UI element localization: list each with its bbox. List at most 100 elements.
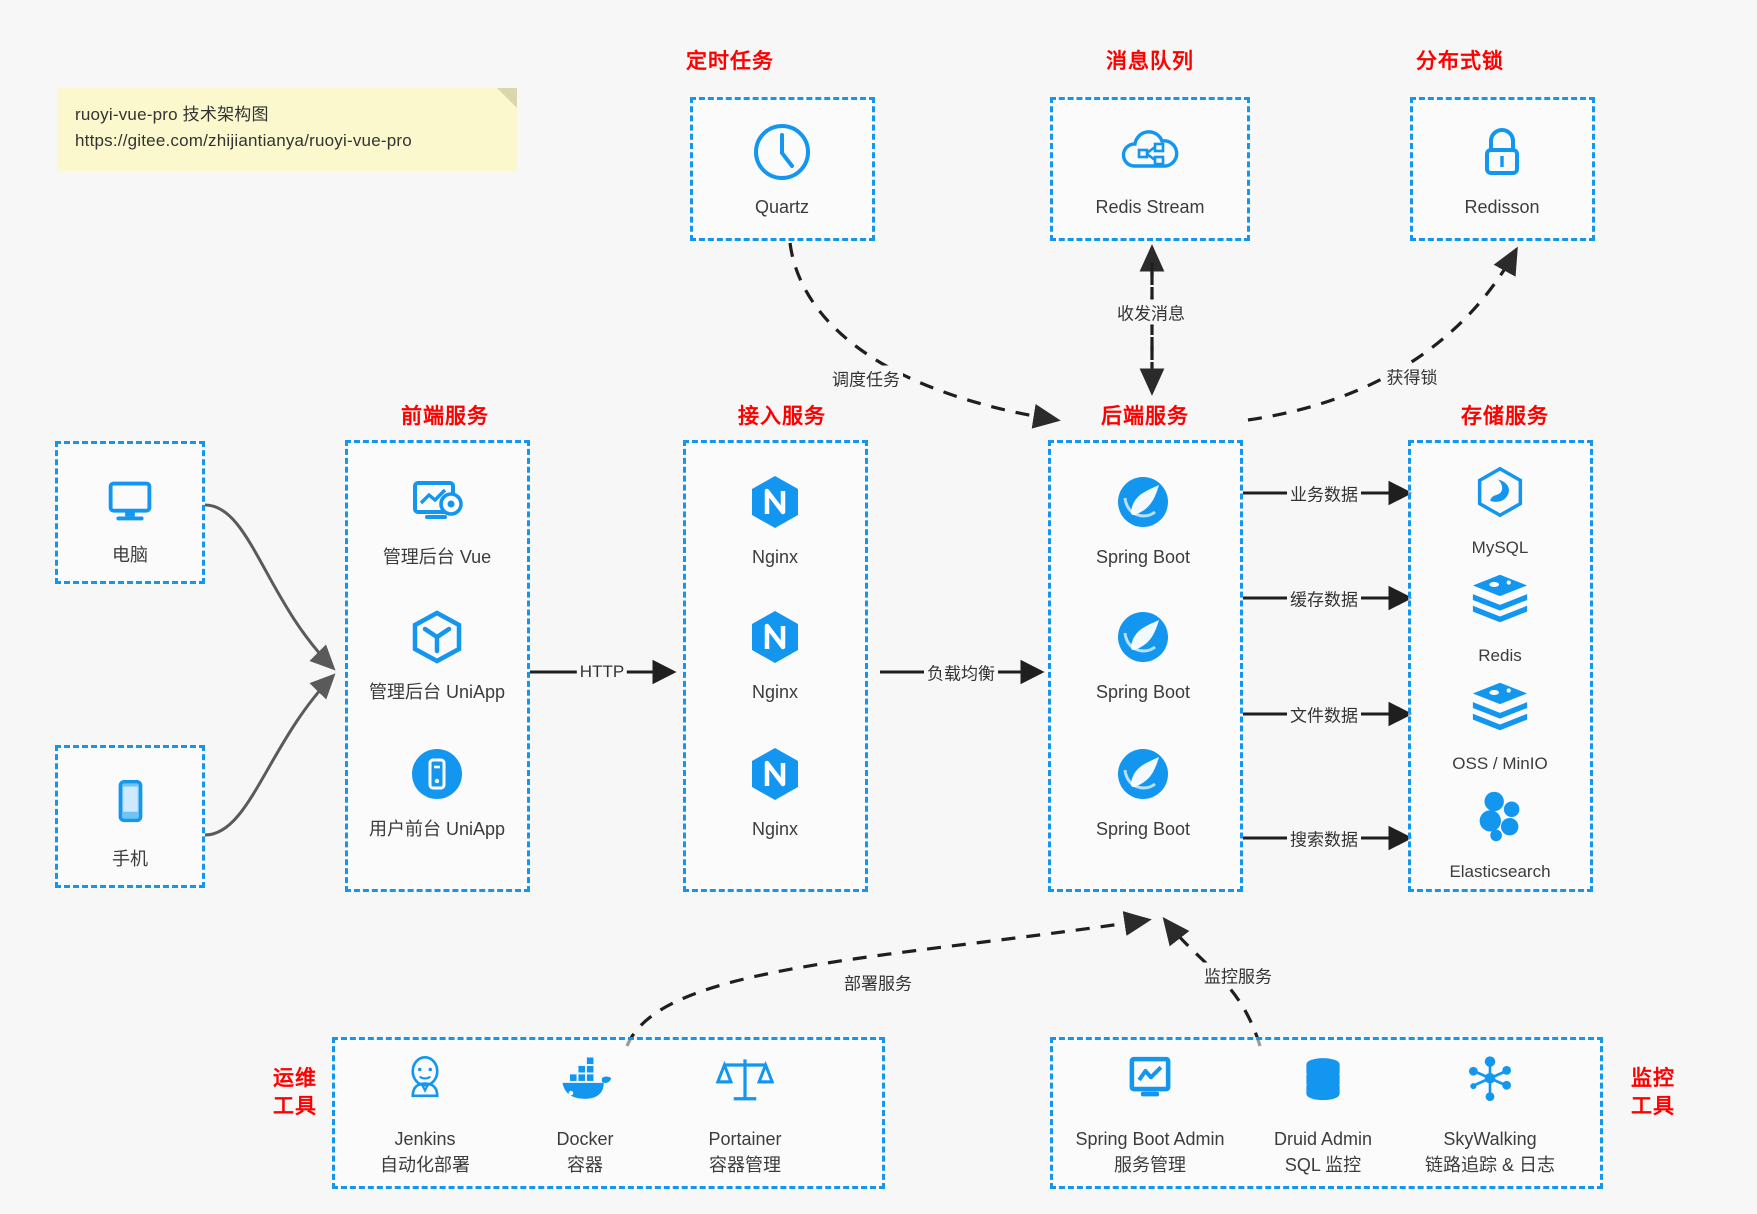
group-title-backend: 后端服务: [1101, 405, 1189, 428]
group-box-mq: [1050, 97, 1250, 241]
node-redisson[interactable]: Redisson: [1422, 120, 1582, 220]
note-fold-corner: [497, 88, 517, 108]
group-title-devops: 运维 工具: [273, 1067, 317, 1119]
group-title-lock: 分布式锁: [1416, 50, 1504, 73]
scales-icon: [665, 1052, 825, 1118]
node-springboot-1[interactable]: Spring Boot: [1063, 470, 1223, 570]
node-druid-admin-label: Druid Admin SQL 监控: [1273, 1129, 1373, 1176]
spring-leaf-icon: [1063, 605, 1223, 671]
edge-label-file-data: 文件数据: [1287, 701, 1361, 727]
node-nginx-2-label: Nginx: [751, 682, 799, 702]
group-box-lock: [1410, 97, 1595, 241]
node-redis-stream-label: Redis Stream: [1095, 197, 1205, 217]
redis-stack-icon: [1420, 570, 1580, 636]
edge-label-cache-data: 缓存数据: [1287, 585, 1361, 611]
node-elasticsearch[interactable]: Elasticsearch: [1420, 786, 1580, 885]
node-redis-stream[interactable]: Redis Stream: [1070, 120, 1230, 220]
node-docker-label: Docker 容器: [556, 1129, 614, 1176]
jenkins-butler-icon: [345, 1052, 505, 1118]
node-spring-boot-admin[interactable]: Spring Boot Admin 服务管理: [1070, 1052, 1230, 1178]
edge-label-monitor-service: 监控服务: [1201, 962, 1275, 988]
cube-icon: [357, 605, 517, 671]
elasticsearch-icon: [1420, 786, 1580, 852]
node-pc[interactable]: 电脑: [50, 468, 210, 568]
node-docker[interactable]: Docker 容器: [505, 1052, 665, 1178]
group-title-frontend: 前端服务: [401, 405, 489, 428]
cloud-stream-icon: [1070, 120, 1230, 186]
mysql-dolphin-icon: [1420, 462, 1580, 528]
group-box-scheduler: [690, 97, 875, 241]
nginx-icon: [695, 470, 855, 536]
node-pc-label: 电脑: [112, 545, 148, 565]
group-box-devops: [332, 1037, 885, 1189]
node-redisson-label: Redisson: [1464, 197, 1540, 217]
node-user-uniapp-label: 用户前台 UniApp: [368, 819, 506, 839]
note-title: ruoyi-vue-pro 技术架构图: [75, 105, 269, 124]
node-skywalking[interactable]: SkyWalking 链路追踪 & 日志: [1410, 1052, 1570, 1178]
node-springboot-3-label: Spring Boot: [1095, 819, 1191, 839]
nginx-icon: [695, 605, 855, 671]
node-nginx-1[interactable]: Nginx: [695, 470, 855, 570]
group-box-backend: [1048, 440, 1243, 892]
group-title-gateway: 接入服务: [738, 405, 826, 428]
group-title-monitor: 监控 工具: [1631, 1067, 1675, 1119]
node-nginx-3-label: Nginx: [751, 819, 799, 839]
node-oss-minio[interactable]: OSS / MinIO: [1420, 678, 1580, 777]
docker-whale-icon: [505, 1052, 665, 1118]
node-user-uniapp[interactable]: 用户前台 UniApp: [357, 742, 517, 842]
app-circle-icon: [357, 742, 517, 808]
group-title-mq: 消息队列: [1106, 50, 1194, 73]
node-admin-uniapp-label: 管理后台 UniApp: [368, 682, 506, 702]
group-title-scheduler: 定时任务: [686, 50, 774, 73]
node-nginx-3[interactable]: Nginx: [695, 742, 855, 842]
edge-label-deploy-service: 部署服务: [841, 969, 915, 995]
spring-leaf-icon: [1063, 470, 1223, 536]
node-admin-vue-label: 管理后台 Vue: [382, 547, 492, 567]
node-springboot-2[interactable]: Spring Boot: [1063, 605, 1223, 705]
node-springboot-1-label: Spring Boot: [1095, 547, 1191, 567]
node-druid-admin[interactable]: Druid Admin SQL 监控: [1243, 1052, 1403, 1178]
diagram-note: ruoyi-vue-pro 技术架构图 https://gitee.com/zh…: [57, 88, 517, 171]
node-phone-label: 手机: [112, 849, 148, 869]
database-icon: [1243, 1052, 1403, 1118]
node-quartz-label: Quartz: [754, 197, 810, 217]
node-nginx-2[interactable]: Nginx: [695, 605, 855, 705]
node-oss-minio-label: OSS / MinIO: [1452, 754, 1548, 773]
node-portainer[interactable]: Portainer 容器管理: [665, 1052, 825, 1178]
lock-icon: [1422, 120, 1582, 186]
node-redis[interactable]: Redis: [1420, 570, 1580, 669]
node-elasticsearch-label: Elasticsearch: [1449, 862, 1551, 881]
redis-stack-icon: [1420, 678, 1580, 744]
node-portainer-label: Portainer 容器管理: [708, 1129, 782, 1176]
spring-leaf-icon: [1063, 742, 1223, 808]
node-skywalking-label: SkyWalking 链路追踪 & 日志: [1424, 1129, 1555, 1176]
node-mysql-label: MySQL: [1471, 538, 1529, 557]
edge-label-http: HTTP: [576, 662, 628, 682]
nginx-icon: [695, 742, 855, 808]
monitor-chart-icon: [1070, 1052, 1230, 1118]
clock-icon: [702, 120, 862, 186]
node-springboot-3[interactable]: Spring Boot: [1063, 742, 1223, 842]
mobile-icon: [50, 772, 210, 838]
node-admin-uniapp[interactable]: 管理后台 UniApp: [357, 605, 517, 705]
edge-label-acquire-lock: 获得锁: [1383, 363, 1441, 389]
nodes-network-icon: [1410, 1052, 1570, 1118]
node-redis-label: Redis: [1478, 646, 1522, 665]
note-url: https://gitee.com/zhijiantianya/ruoyi-vu…: [75, 131, 412, 151]
node-mysql[interactable]: MySQL: [1420, 462, 1580, 561]
node-springboot-2-label: Spring Boot: [1095, 682, 1191, 702]
node-phone[interactable]: 手机: [50, 772, 210, 872]
node-spring-boot-admin-label: Spring Boot Admin 服务管理: [1075, 1129, 1225, 1176]
node-nginx-1-label: Nginx: [751, 547, 799, 567]
desktop-icon: [50, 468, 210, 534]
node-quartz[interactable]: Quartz: [702, 120, 862, 220]
edge-label-schedule-task: 调度任务: [829, 365, 903, 391]
edge-label-business-data: 业务数据: [1287, 480, 1361, 506]
node-jenkins-label: Jenkins 自动化部署: [380, 1129, 470, 1176]
dashboard-gear-icon: [357, 470, 517, 536]
edge-label-load-balance: 负载均衡: [924, 659, 998, 685]
group-title-storage: 存储服务: [1461, 405, 1549, 428]
node-admin-vue[interactable]: 管理后台 Vue: [357, 470, 517, 570]
node-jenkins[interactable]: Jenkins 自动化部署: [345, 1052, 505, 1178]
edge-label-search-data: 搜索数据: [1287, 825, 1361, 851]
